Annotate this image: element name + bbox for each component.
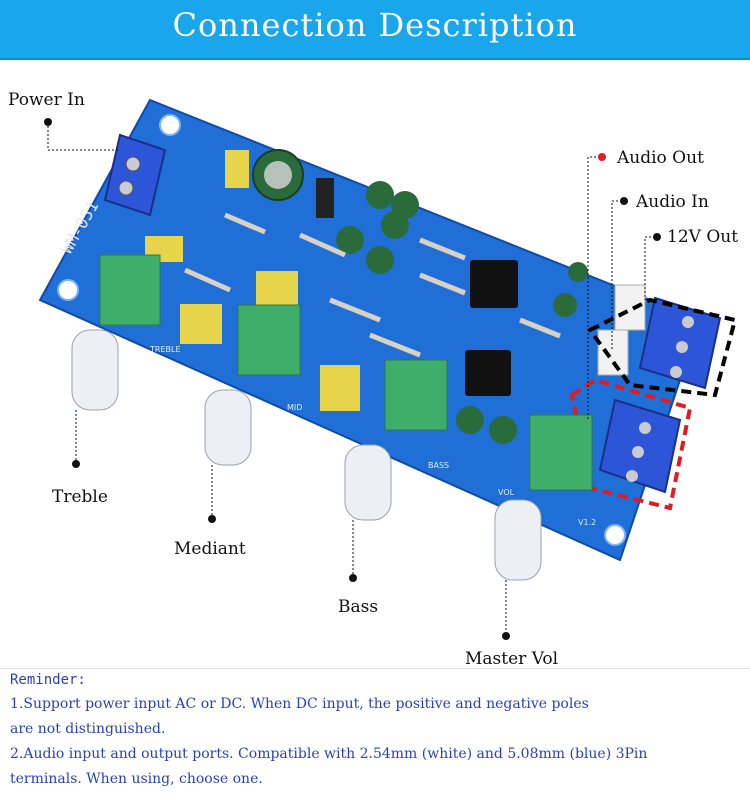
power-in-marker-dot — [44, 118, 52, 126]
reminder-line-4: terminals. When using, choose one. — [10, 771, 263, 787]
master-vol-pot — [494, 414, 593, 581]
audio-out-header-white — [597, 329, 629, 376]
out-12v-label: 12V Out — [667, 227, 739, 247]
power-in-label: Power In — [8, 90, 85, 110]
reminder-line-2: are not distinguished. — [10, 721, 166, 737]
audio-out-label: Audio Out — [617, 148, 704, 168]
header-banner: Connection Description — [0, 0, 750, 60]
black-dashed-highlight — [586, 297, 738, 398]
treble-pot — [71, 254, 161, 411]
mediant-marker-dot — [208, 515, 216, 523]
mid-silkscreen: MID — [287, 403, 302, 412]
power-terminal — [103, 133, 167, 217]
audio-in-label: Audio In — [636, 192, 709, 212]
page-title: Connection Description — [172, 6, 578, 44]
bass-silkscreen: BASS — [428, 461, 449, 470]
master-vol-marker-dot — [502, 632, 510, 640]
bass-pot — [344, 359, 448, 521]
reminder-line-1: 1.Support power input AC or DC. When DC … — [10, 696, 589, 712]
treble-silkscreen: TREBLE — [149, 345, 181, 354]
reminder-line-3: 2.Audio input and output ports. Compatib… — [10, 746, 648, 762]
audio-terminal-blue — [598, 398, 682, 494]
board-photo: WM-051 TREBLE MID BASS VOL V1.2 — [38, 98, 738, 640]
treble-label: Treble — [52, 487, 108, 507]
vol-silkscreen: VOL — [498, 488, 515, 497]
reminder-heading: Reminder: — [10, 672, 86, 688]
audio-in-marker-dot — [620, 197, 628, 205]
bass-label: Bass — [338, 597, 379, 617]
mediant-label: Mediant — [174, 539, 246, 559]
treble-marker-dot — [72, 460, 80, 468]
audio-in-header-white — [614, 284, 646, 331]
audio-out-marker-dot — [598, 153, 606, 161]
mediant-pot — [204, 304, 301, 466]
out-12v-terminal-blue — [638, 296, 722, 390]
master-vol-label: Master Vol — [465, 649, 559, 669]
out-12v-marker-dot — [653, 233, 661, 241]
reminder-panel — [0, 668, 750, 801]
version-silkscreen: V1.2 — [578, 518, 596, 527]
bass-marker-dot — [349, 574, 357, 582]
